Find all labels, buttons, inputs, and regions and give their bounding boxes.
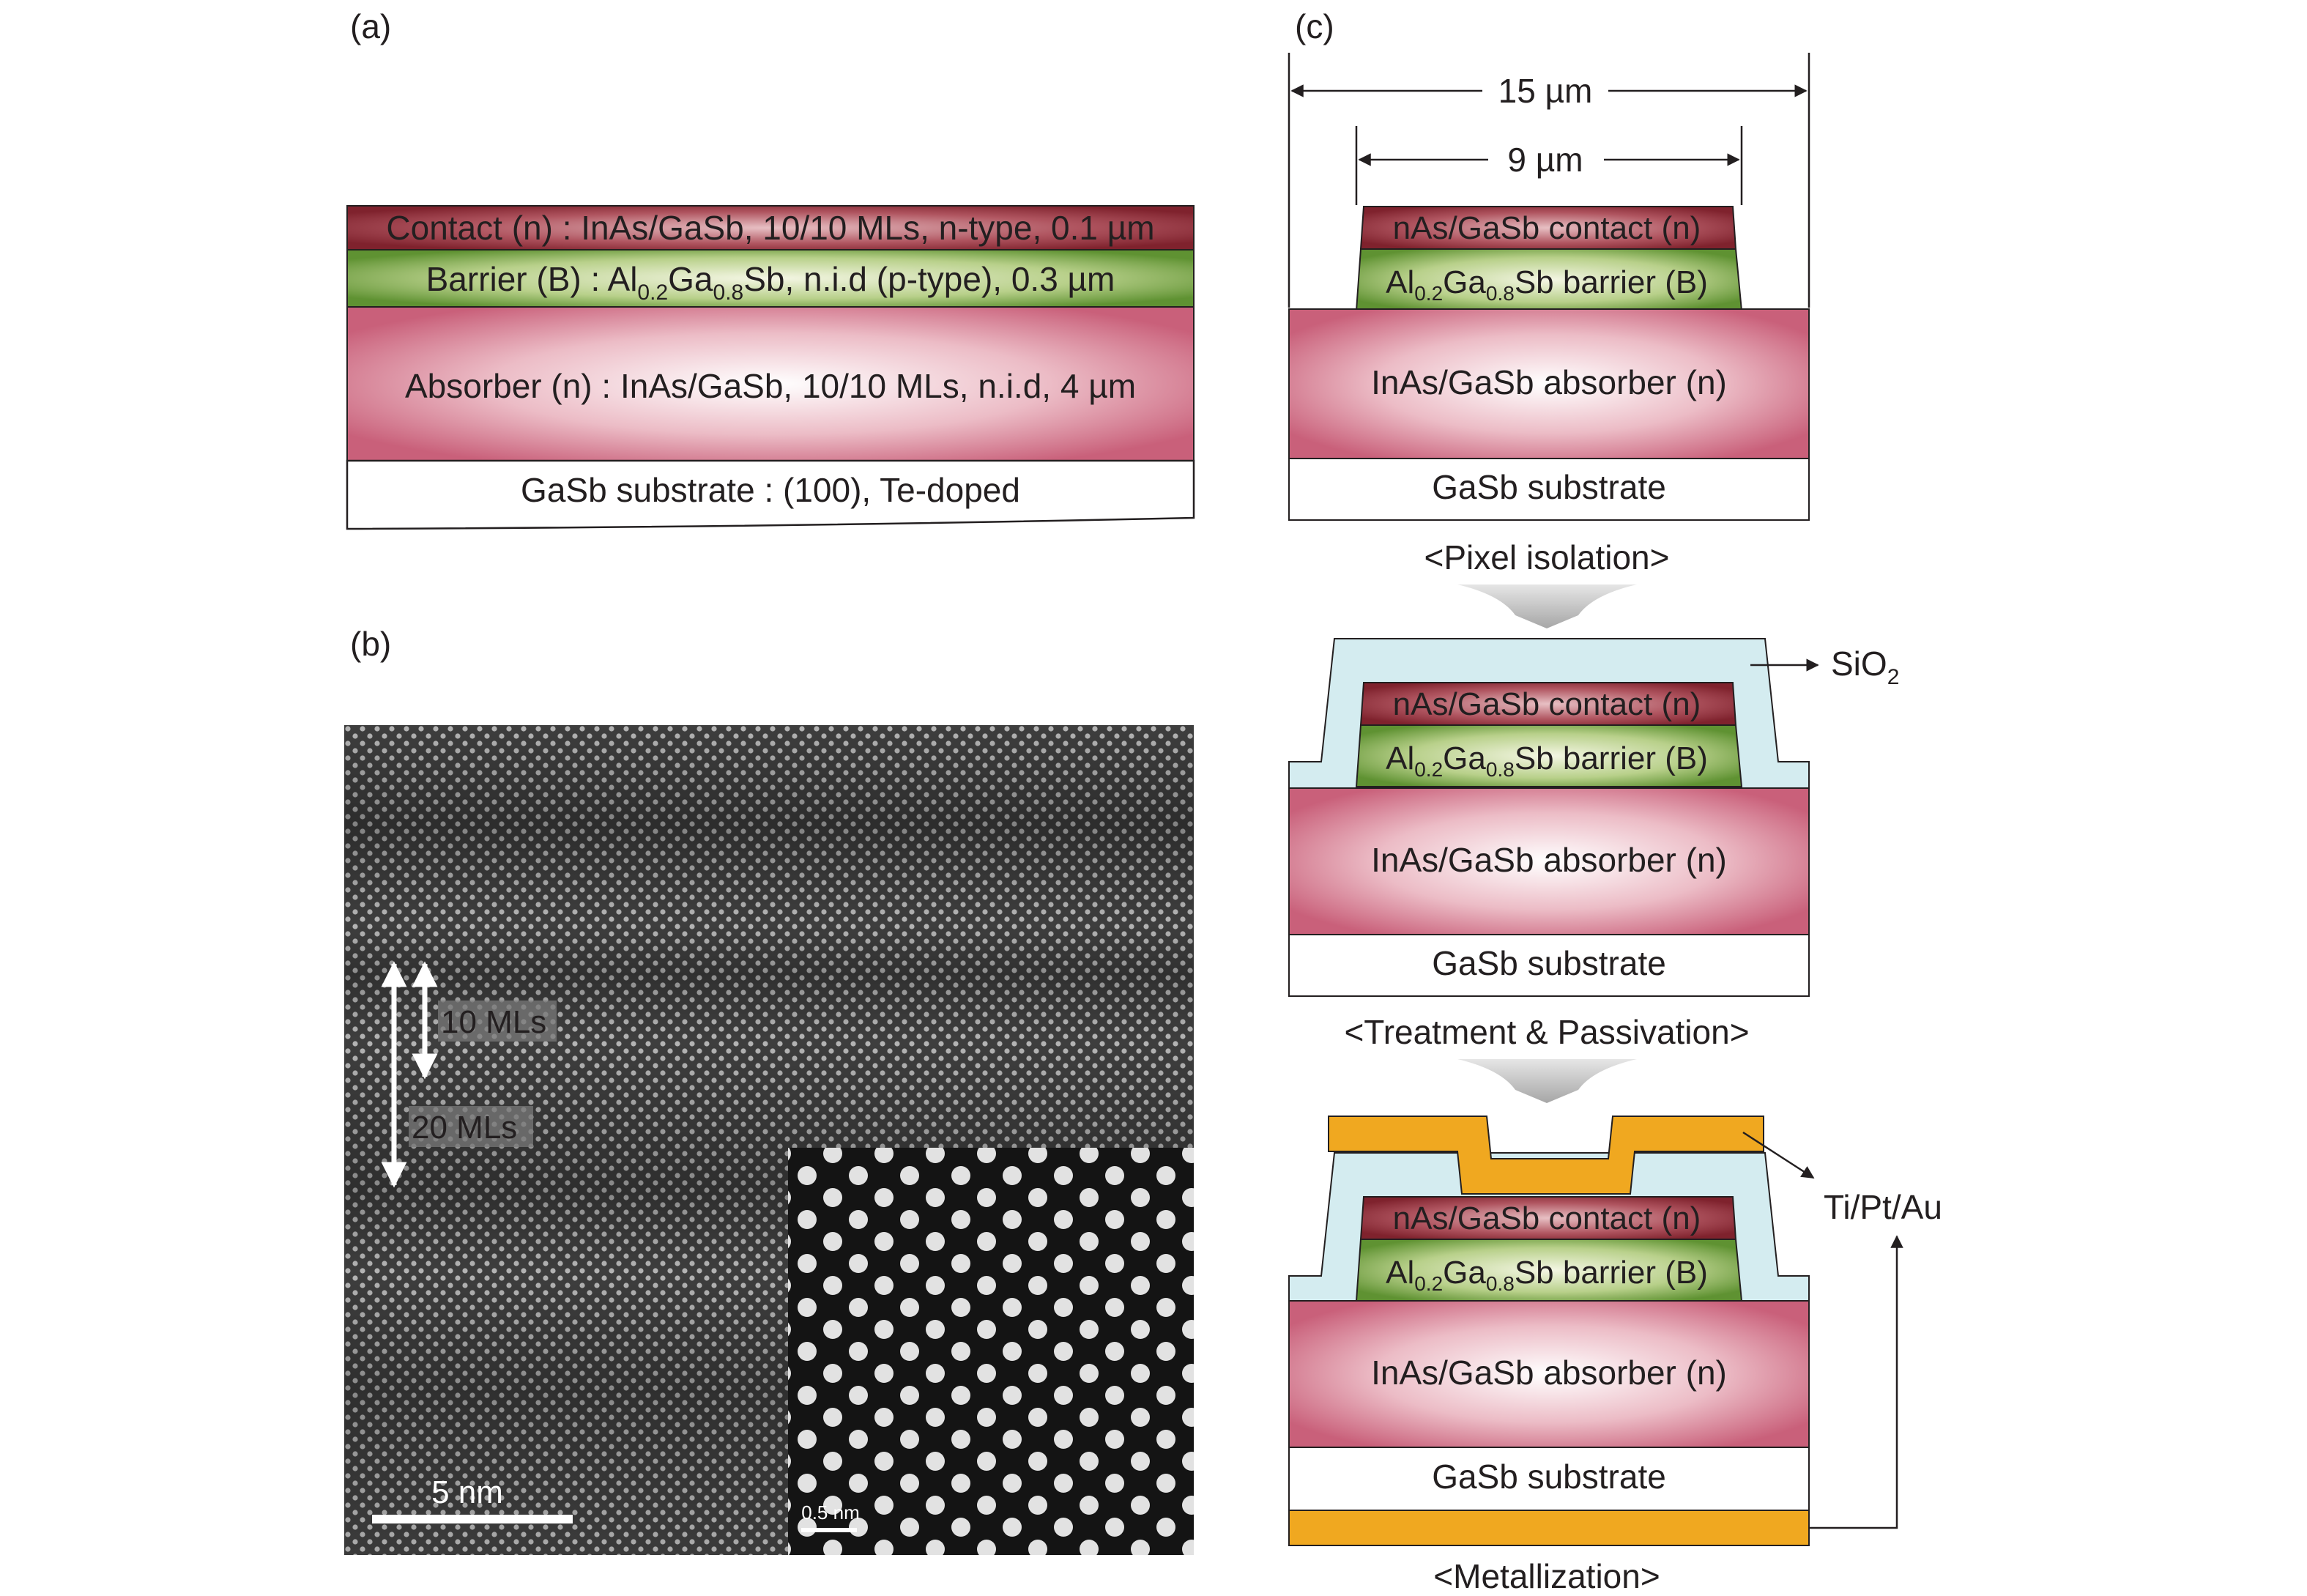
substrate-layer-label: GaSb substrate : (100), Te-doped [521, 471, 1020, 509]
contact-layer-label: Contact (n) : InAs/GaSb, 10/10 MLs, n-ty… [386, 209, 1154, 247]
scalebar-label: 5 nm [431, 1474, 503, 1510]
tem-inset [788, 1148, 1194, 1555]
stage-2-contact-label: nAs/GaSb contact (n) [1393, 686, 1701, 722]
stage-1-barrier-label: Al0.2Ga0.8Sb barrier (B) [1386, 264, 1708, 305]
flow-arrow-1 [1457, 584, 1637, 628]
substrate-layer [346, 459, 1195, 530]
metal-label: Ti/Pt/Au [1824, 1188, 1942, 1226]
stage-3-bottom-metal [1288, 1510, 1810, 1546]
stage-2-device: nAs/GaSb contact (n) Al0.2Ga0.8Sb barrie… [1288, 638, 1810, 997]
stage-3-barrier-label: Al0.2Ga0.8Sb barrier (B) [1386, 1255, 1708, 1295]
sio2-label: SiO2 [1831, 645, 1899, 689]
label-bg-20-mls [409, 1106, 533, 1147]
scalebar [372, 1515, 573, 1523]
stage-3-absorber-label: InAs/GaSb absorber (n) [1371, 1354, 1727, 1392]
stage-3-substrate-label: GaSb substrate [1432, 1458, 1666, 1496]
stage-1-contact-label: nAs/GaSb contact (n) [1393, 210, 1701, 246]
step-treatment-passivation: <Treatment & Passivation> [1344, 1013, 1749, 1051]
stage-3-contact-label: nAs/GaSb contact (n) [1393, 1200, 1701, 1236]
stage-1-device: nAs/GaSb contact (n) Al0.2Ga0.8Sb barrie… [1288, 206, 1810, 521]
dim-15-label: 15 µm [1498, 72, 1593, 110]
barrier-layer-label: Barrier (B) : Al0.2Ga0.8Sb, n.i.d (p-typ… [426, 260, 1115, 305]
step-metallization: <Metallization> [1433, 1557, 1660, 1595]
stage-2-barrier-label: Al0.2Ga0.8Sb barrier (B) [1386, 741, 1708, 781]
label-bg-10-mls [438, 1001, 557, 1042]
stage-2-absorber [1288, 787, 1810, 935]
panel-a-label: (a) [350, 7, 391, 45]
stage-2-barrier [1355, 724, 1743, 787]
stage-2-substrate [1288, 934, 1810, 997]
contact-layer [346, 205, 1195, 250]
stage-3-device: nAs/GaSb contact (n) Al0.2Ga0.8Sb barrie… [1288, 1116, 1810, 1546]
absorber-layer [346, 306, 1195, 461]
panel-b: (b) 10 MLs 20 MLs 5 nm 0.5 nm [344, 625, 1194, 1555]
stage-1-absorber-label: InAs/GaSb absorber (n) [1371, 363, 1727, 401]
panel-b-label: (b) [350, 625, 391, 663]
stage-3-absorber [1288, 1300, 1810, 1448]
label-20-mls: 20 MLs [412, 1110, 517, 1146]
dim-9-label: 9 µm [1507, 141, 1583, 179]
panel-c: (c) 15 µm 9 µm nAs/GaSb contact (n) Al0.… [1288, 7, 1942, 1595]
metal-pointer-top [1742, 1131, 1815, 1179]
stage-2-substrate-label: GaSb substrate [1432, 944, 1666, 982]
step-pixel-isolation: <Pixel isolation> [1424, 538, 1670, 576]
barrier-layer [346, 249, 1195, 308]
absorber-layer-label: Absorber (n) : InAs/GaSb, 10/10 MLs, n.i… [405, 367, 1136, 405]
flow-arrow-2 [1457, 1059, 1637, 1103]
label-10-mls: 10 MLs [441, 1004, 546, 1040]
metal-pointer-bottom [1809, 1235, 1903, 1529]
inset-scalebar [801, 1528, 857, 1532]
stage-1-substrate-label: GaSb substrate [1432, 468, 1666, 506]
inset-scalebar-label: 0.5 nm [801, 1502, 860, 1523]
panel-c-label: (c) [1295, 7, 1334, 45]
stage-1-absorber [1288, 308, 1810, 459]
stage-1-substrate [1288, 458, 1810, 521]
stage-2-absorber-label: InAs/GaSb absorber (n) [1371, 841, 1727, 879]
stage-3-top-metal [1328, 1116, 1764, 1195]
panel-a: (a) Contact (n) : InAs/GaSb, 10/10 MLs, … [346, 7, 1195, 530]
